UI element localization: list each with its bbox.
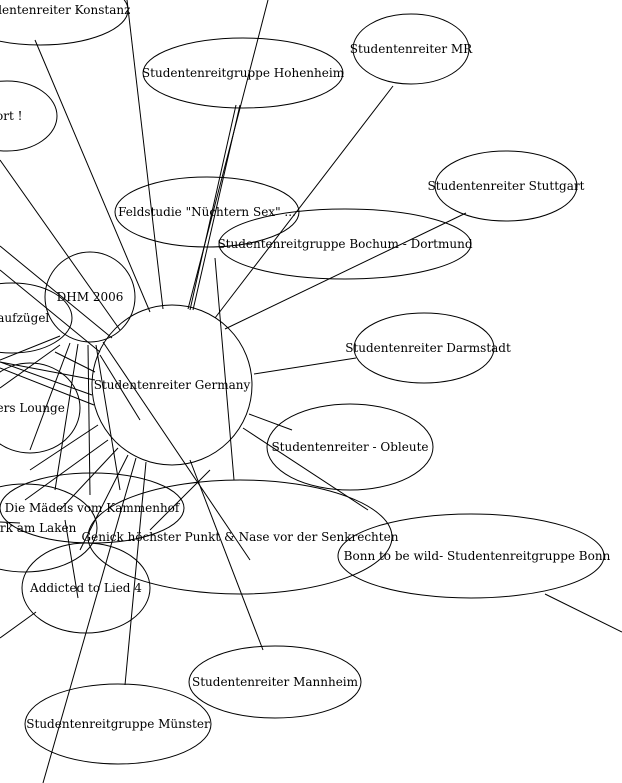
- edge-line: [126, 0, 164, 310]
- node-label: Studentenreitgruppe Münster: [26, 717, 210, 731]
- graph-node[interactable]: Transport !: [0, 80, 58, 152]
- center-node-label: Studentenreiter Germany: [94, 378, 251, 392]
- edge-line: [0, 367, 95, 406]
- edge-line: [192, 104, 241, 311]
- edge-line: [189, 459, 264, 651]
- edge-line: [54, 343, 79, 491]
- edge-line: [99, 354, 141, 421]
- node-label: Transport !: [0, 109, 22, 123]
- node-label: Studentenreiter Stuttgart: [428, 179, 585, 193]
- edge-line: [187, 0, 269, 310]
- node-label: Studentenreiter - Obleute: [271, 440, 428, 454]
- edge-line: [87, 344, 91, 496]
- edge-line: [214, 257, 235, 481]
- node-label: Studentenreiter Konstanz: [0, 3, 130, 17]
- edge-line: [0, 335, 61, 361]
- graph-node[interactable]: Studentenreiter MR: [350, 13, 473, 85]
- edge-line: [544, 593, 622, 633]
- edge-line: [29, 424, 99, 471]
- graph-node[interactable]: Studentenreiter Darmstadt: [345, 312, 511, 384]
- node-label: Addicted to Lied 4: [29, 581, 142, 595]
- node-label: Losers Lounge: [0, 401, 65, 415]
- edge-line: [248, 413, 293, 431]
- edge-line: [0, 361, 93, 396]
- edge-line: [124, 461, 147, 686]
- graph-node[interactable]: DHM 2006: [44, 251, 136, 343]
- graph-node[interactable]: Studentenreitgruppe Hohenheim: [142, 37, 345, 109]
- edge-line: [0, 159, 121, 331]
- graph-node[interactable]: Studentenreitgruppe Bochum - Dortmund: [217, 208, 473, 280]
- edge-line: [0, 521, 21, 524]
- edge-line: [42, 457, 137, 783]
- node-label: Bonn to be wild- Studentenreitgruppe Bon…: [344, 549, 611, 563]
- edge-line: [253, 357, 357, 375]
- graph-node[interactable]: Studentenreiter - Obleute: [266, 403, 434, 491]
- node-label: Studentenreiter Darmstadt: [345, 341, 511, 355]
- node-label: Schlaufzügel: [0, 311, 49, 325]
- node-label: Feldstudie "Nüchtern Sex" ...: [118, 205, 296, 219]
- node-label: Genick höchster Punkt & Nase vor der Sen…: [82, 530, 399, 544]
- graph-node[interactable]: Losers Lounge: [0, 362, 81, 454]
- edge-line: [24, 439, 109, 501]
- graph-node center-node[interactable]: Studentenreiter Germany: [91, 304, 253, 466]
- edge-line: [224, 212, 467, 330]
- node-label: Studentenreitgruppe Hohenheim: [142, 66, 345, 80]
- graph-node[interactable]: Feldstudie "Nüchtern Sex" ...: [114, 176, 300, 248]
- graph-node[interactable]: Bonn to be wild- Studentenreitgruppe Bon…: [337, 513, 611, 599]
- edge-line: [34, 39, 151, 313]
- graph-node[interactable]: Addicted to Lied 4: [21, 542, 151, 634]
- edge-line: [0, 611, 37, 639]
- graph-node[interactable]: Studentenreiter Mannheim: [188, 645, 362, 719]
- nodes: Studentenreiter Konstanz Transport ! Stu…: [0, 0, 611, 765]
- edge-line: [102, 341, 251, 561]
- edge-line: [29, 342, 71, 451]
- edge-line: [149, 469, 211, 531]
- node-label: Studentenreitgruppe Bochum - Dortmund: [217, 237, 472, 251]
- graph-node[interactable]: Studentenreitgruppe Münster: [24, 683, 212, 765]
- node-label: DHM 2006: [57, 290, 124, 304]
- edge-line: [214, 85, 394, 319]
- edge-line: [0, 245, 113, 339]
- edge-line: [0, 344, 61, 389]
- node-label: Studentenreiter MR: [350, 42, 473, 56]
- edge-line: [189, 104, 237, 311]
- graph-node[interactable]: Studentenreiter Konstanz: [0, 0, 130, 46]
- node-label: Die Mädels vom Kammenhof: [5, 501, 181, 515]
- graph-node[interactable]: Studentenreiter Stuttgart: [428, 150, 585, 222]
- graph-node[interactable]: Genick höchster Punkt & Nase vor der Sen…: [82, 479, 399, 595]
- edge-line: [64, 519, 79, 599]
- node-label: Stark am Laken: [0, 521, 77, 535]
- edge-line: [0, 269, 101, 353]
- edge-line: [95, 344, 121, 491]
- node-label: Studentenreiter Mannheim: [192, 675, 359, 689]
- graph-node[interactable]: Schlaufzügel: [0, 282, 73, 354]
- edge-line: [59, 447, 119, 511]
- graph-node[interactable]: Stark am Laken: [0, 483, 98, 573]
